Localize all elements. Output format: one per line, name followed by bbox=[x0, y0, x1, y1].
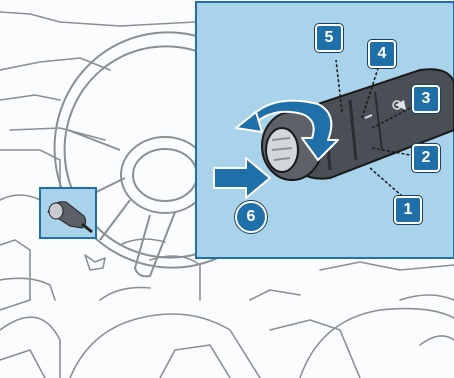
callout-5: 5 bbox=[315, 24, 343, 52]
callout-2: 2 bbox=[412, 144, 440, 172]
callout-4: 4 bbox=[368, 40, 396, 68]
callout-3: 3 bbox=[412, 85, 440, 113]
callout-6: 6 bbox=[235, 201, 267, 233]
callout-1: 1 bbox=[394, 196, 422, 224]
